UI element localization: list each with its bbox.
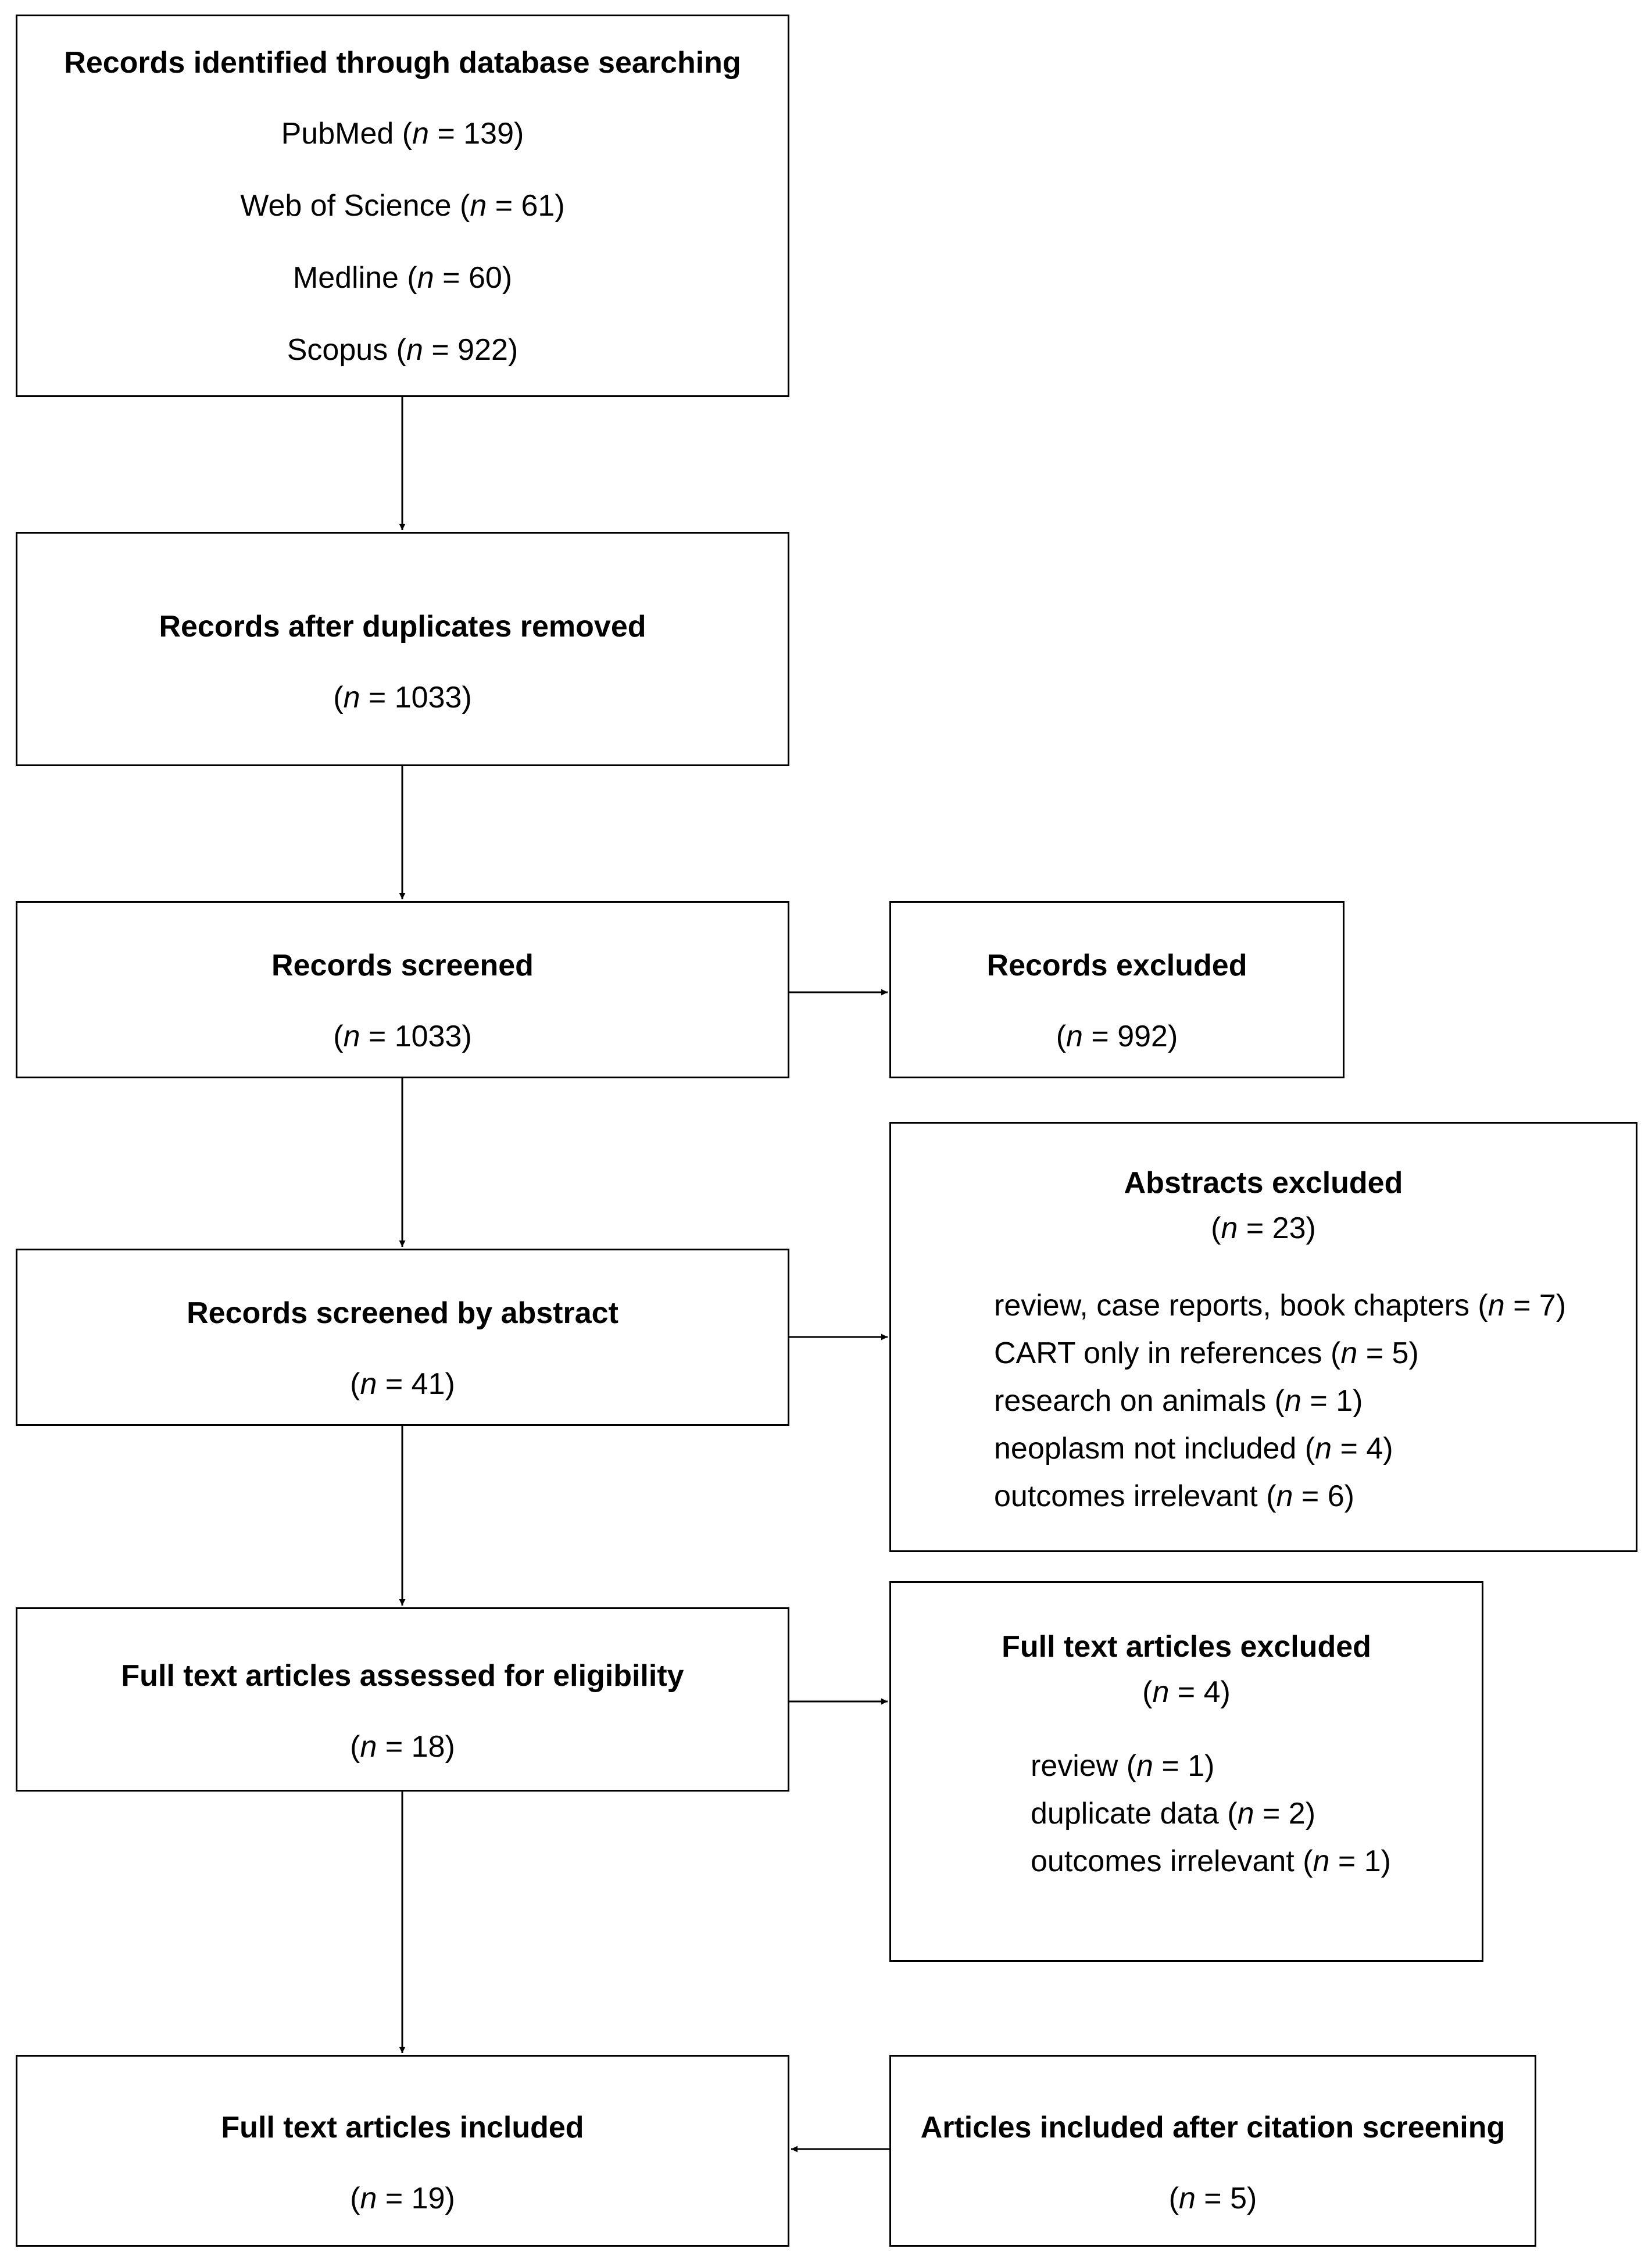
source-medline: Medline (n = 60) xyxy=(292,261,513,295)
records-screened-title: Records screened xyxy=(271,949,534,982)
abstract-reason-item: review, case reports, book chapters (n =… xyxy=(994,1289,1567,1322)
records-identified-title: Records identified through database sear… xyxy=(64,46,741,80)
fulltext-included-title: Full text articles included xyxy=(221,2111,584,2144)
abstracts-excluded-title: Abstracts excluded xyxy=(1124,1166,1403,1200)
box-fulltext-excluded: Full text articles excluded (n = 4) revi… xyxy=(889,1581,1483,1962)
abstract-reason-item: CART only in references (n = 5) xyxy=(994,1336,1419,1370)
box-citation-screening: Articles included after citation screeni… xyxy=(889,2055,1536,2247)
screened-by-abstract-title: Records screened by abstract xyxy=(187,1296,618,1330)
records-screened-count: (n = 1033) xyxy=(333,1020,472,1053)
fulltext-included-count: (n = 19) xyxy=(350,2182,455,2215)
abstracts-excluded-count: (n = 23) xyxy=(1211,1211,1316,1245)
box-duplicates-removed: Records after duplicates removed (n = 10… xyxy=(16,532,789,766)
records-excluded-title: Records excluded xyxy=(986,949,1247,982)
abstract-reason-item: neoplasm not included (n = 4) xyxy=(994,1432,1393,1465)
citation-screening-count: (n = 5) xyxy=(1168,2182,1257,2215)
fulltext-excluded-count: (n = 4) xyxy=(1142,1675,1231,1709)
box-records-excluded: Records excluded (n = 992) xyxy=(889,901,1345,1078)
fulltext-reason-item: review (n = 1) xyxy=(1031,1749,1215,1783)
box-records-screened: Records screened (n = 1033) xyxy=(16,901,789,1078)
records-excluded-count: (n = 992) xyxy=(1056,1020,1178,1053)
box-abstracts-excluded: Abstracts excluded (n = 23) review, case… xyxy=(889,1122,1637,1552)
box-records-identified: Records identified through database sear… xyxy=(16,15,789,397)
box-fulltext-assessed: Full text articles assessed for eligibil… xyxy=(16,1607,789,1792)
source-pubmed: PubMed (n = 139) xyxy=(281,117,524,151)
abstract-reason-item: outcomes irrelevant (n = 6) xyxy=(994,1479,1354,1513)
duplicates-removed-title: Records after duplicates removed xyxy=(159,610,646,643)
abstract-reason-item: research on animals (n = 1) xyxy=(994,1384,1363,1418)
box-screened-by-abstract: Records screened by abstract (n = 41) xyxy=(16,1249,789,1426)
source-scopus: Scopus (n = 922) xyxy=(287,333,519,367)
box-fulltext-included: Full text articles included (n = 19) xyxy=(16,2055,789,2247)
fulltext-reason-item: duplicate data (n = 2) xyxy=(1031,1797,1316,1831)
duplicates-removed-count: (n = 1033) xyxy=(333,681,472,714)
fulltext-excluded-title: Full text articles excluded xyxy=(1002,1630,1371,1664)
citation-screening-title: Articles included after citation screeni… xyxy=(920,2111,1506,2144)
fulltext-reason-item: outcomes irrelevant (n = 1) xyxy=(1031,1844,1391,1878)
fulltext-assessed-count: (n = 18) xyxy=(350,1730,455,1764)
screened-by-abstract-count: (n = 41) xyxy=(350,1367,455,1401)
source-web-of-science: Web of Science (n = 61) xyxy=(240,189,565,223)
fulltext-assessed-title: Full text articles assessed for eligibil… xyxy=(121,1659,684,1693)
